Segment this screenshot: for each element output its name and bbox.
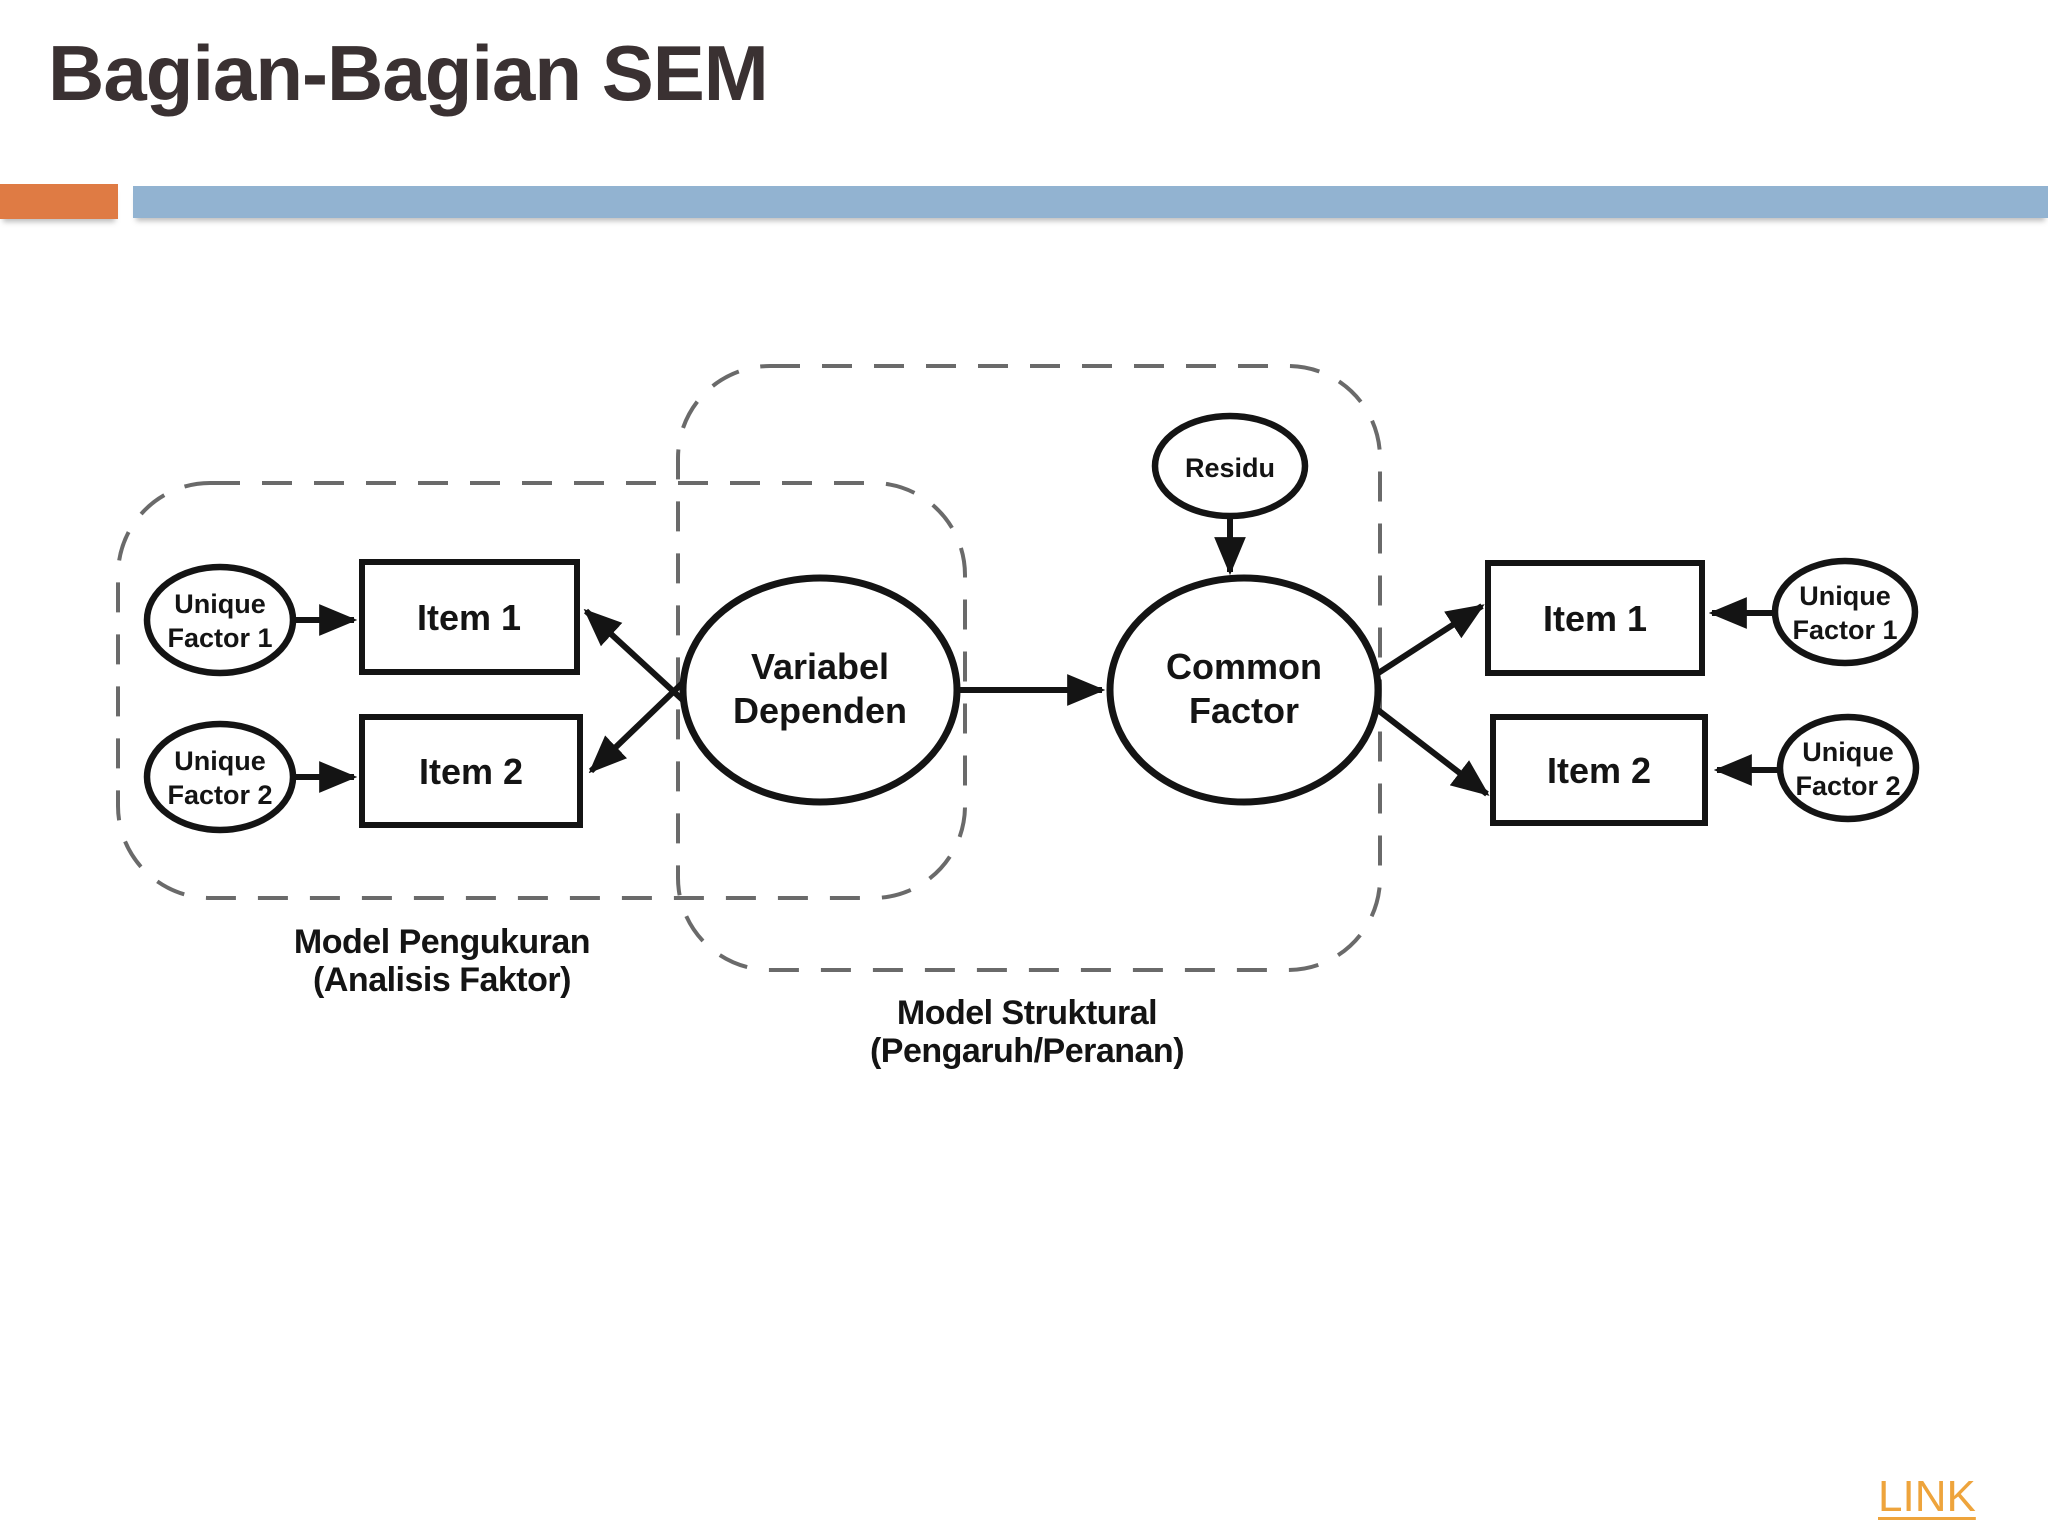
unique-factor-2-left-ellipse <box>143 720 297 834</box>
variabel-dependen-circle <box>679 574 961 806</box>
unique-factor-1-left-line2: Factor 1 <box>167 623 272 653</box>
unique-factor-2-right-ellipse <box>1776 713 1920 823</box>
item-2-right-label: Item 2 <box>1547 750 1651 791</box>
residu-label: Residu <box>1185 453 1275 483</box>
measurement-model-label-line1: Model Pengukuran <box>294 923 590 961</box>
item-2-left-box <box>359 714 583 828</box>
unique-factor-1-right-line2: Factor 1 <box>1792 615 1897 645</box>
item-1-right-box <box>1485 560 1705 676</box>
variabel-dependen-line1: Variabel <box>751 646 889 687</box>
unique-factor-2-left-line2: Factor 2 <box>167 780 272 810</box>
unique-factor-1-left-ellipse <box>143 563 297 677</box>
page-title: Bagian-Bagian SEM <box>48 29 769 117</box>
unique-factor-1-right-ellipse <box>1771 557 1919 667</box>
structural-model-region <box>676 364 1382 972</box>
measurement-model-region <box>116 481 967 900</box>
item-1-left-box <box>359 559 580 675</box>
common-factor-line2: Factor <box>1189 690 1299 731</box>
residu-ellipse <box>1151 412 1309 520</box>
accent-bar-blue <box>133 186 2048 218</box>
unique-factor-2-right-line1: Unique <box>1802 737 1894 767</box>
link-hyperlink[interactable]: LINK <box>1878 1472 1976 1521</box>
item-1-left-label: Item 1 <box>417 597 521 638</box>
variabel-dependen-line2: Dependen <box>733 690 907 731</box>
unique-factor-2-left-line1: Unique <box>174 746 266 776</box>
unique-factor-1-right-line1: Unique <box>1799 581 1891 611</box>
common-factor-circle <box>1106 574 1382 806</box>
structural-model-label-line1: Model Struktural <box>897 994 1157 1032</box>
unique-factor-2-right-line2: Factor 2 <box>1795 771 1900 801</box>
structural-model-label-line2: (Pengaruh/Peranan) <box>870 1032 1184 1070</box>
unique-factor-1-left-line1: Unique <box>174 589 266 619</box>
common-factor-line1: Common <box>1166 646 1322 687</box>
item-2-right-box <box>1490 714 1708 826</box>
accent-bar-orange <box>0 184 118 219</box>
item-1-right-label: Item 1 <box>1543 598 1647 639</box>
item-2-left-label: Item 2 <box>419 751 523 792</box>
measurement-model-label-line2: (Analisis Faktor) <box>313 961 571 999</box>
